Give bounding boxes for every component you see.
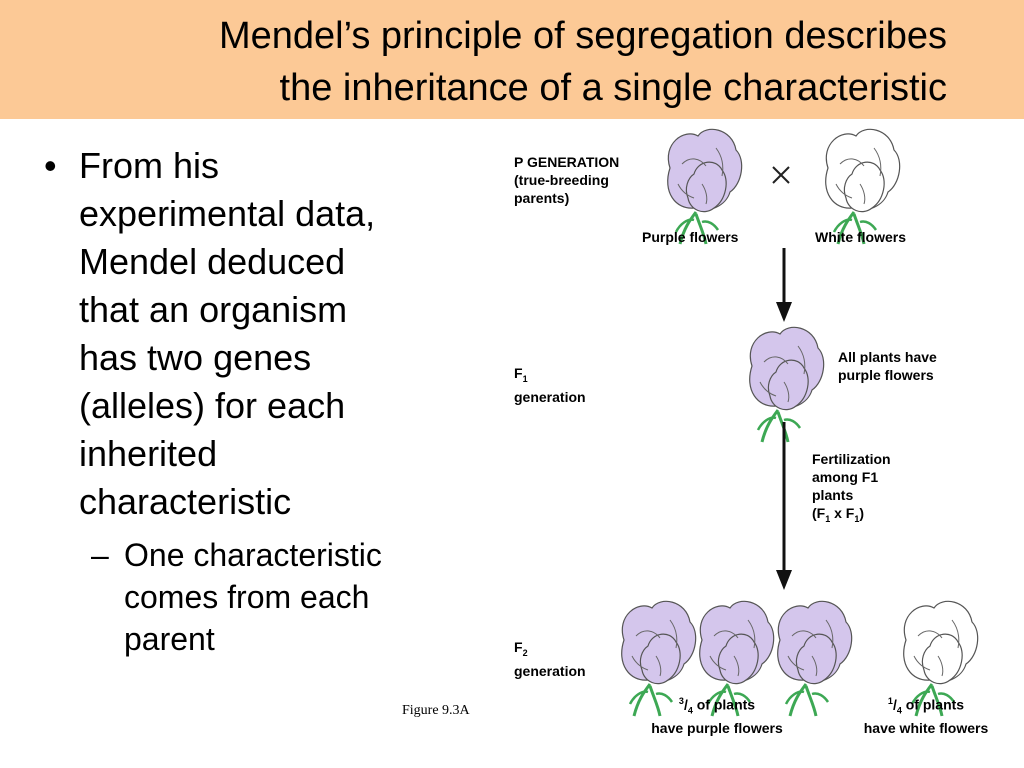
bullet-line: Mendel deduced bbox=[79, 241, 346, 282]
p-generation-label: P GENERATION (true-breeding parents) bbox=[514, 154, 620, 206]
bullet-line: (alleles) for each bbox=[79, 385, 346, 426]
purple-flowers-label: Purple flowers bbox=[642, 229, 739, 245]
f2-generation-label: F2 generation bbox=[514, 639, 586, 679]
bullet-line: experimental data, bbox=[79, 193, 376, 234]
purple-flower-icon bbox=[666, 127, 744, 246]
dash-icon: – bbox=[91, 537, 109, 573]
f1-result-label: All plants have purple flowers bbox=[838, 349, 937, 383]
purple-flower-icon bbox=[748, 325, 826, 444]
down-arrow-icon bbox=[776, 422, 792, 590]
sub-bullet: – One characteristic comes from each par… bbox=[44, 534, 474, 660]
sub-bullet-line: One characteristic bbox=[124, 537, 382, 573]
bullet-line: inherited bbox=[79, 433, 218, 474]
bullet-dot-icon: • bbox=[44, 145, 57, 186]
sub-bullet-line: parent bbox=[124, 621, 215, 657]
fertilization-label: Fertilization among F1 plants (F1 x F1) bbox=[812, 451, 891, 524]
bullet-line: characteristic bbox=[79, 481, 292, 522]
down-arrow-icon bbox=[776, 248, 792, 322]
title-bar: Mendel’s principle of segregation descri… bbox=[0, 0, 1024, 119]
bullet-line: From his bbox=[79, 145, 220, 186]
figure-caption: Figure 9.3A bbox=[402, 703, 470, 718]
white-flowers-label: White flowers bbox=[815, 229, 907, 245]
bullet-line: has two genes bbox=[79, 337, 312, 378]
f2-white-fraction-label: 1/4 of plants have white flowers bbox=[863, 696, 989, 737]
bullet-line: that an organism bbox=[79, 289, 348, 330]
bullet-list: • From his experimental data, Mendel ded… bbox=[44, 142, 474, 660]
f2-purple-fraction-label: 3/4 of plants have purple flowers bbox=[651, 696, 783, 737]
sub-bullet-line: comes from each bbox=[124, 579, 370, 615]
slide-title-line-2: the inheritance of a single characterist… bbox=[279, 67, 947, 109]
white-flower-icon bbox=[824, 127, 902, 246]
f1-generation-label: F1 generation bbox=[514, 365, 586, 405]
slide-title-line-1: Mendel’s principle of segregation descri… bbox=[218, 15, 947, 57]
cross-symbol-icon bbox=[772, 166, 790, 184]
main-bullet: • From his experimental data, Mendel ded… bbox=[44, 142, 474, 526]
